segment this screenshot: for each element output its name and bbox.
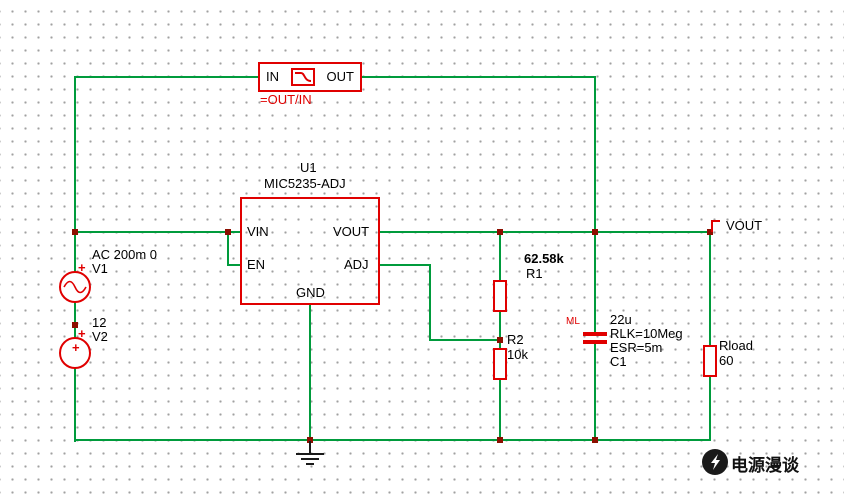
wire-c1-bottom-lead[interactable] [594, 344, 596, 441]
probe-formula-label[interactable]: =OUT/IN [260, 92, 312, 107]
r2-value-label[interactable]: 10k [507, 347, 528, 362]
r1-ref-label[interactable]: R1 [526, 266, 543, 281]
junction-dot [307, 437, 313, 443]
ic-u1-body[interactable] [240, 197, 380, 305]
probe-in-label: IN [266, 69, 279, 84]
junction-dot [225, 229, 231, 235]
rload-ref-label[interactable]: Rload [719, 338, 753, 353]
wire-en-tie-vertical[interactable] [227, 231, 229, 266]
v2-inner-plus: + [72, 340, 80, 355]
wire-probe-drop[interactable] [594, 76, 596, 233]
wire-adj-h2[interactable] [429, 339, 501, 341]
v1-ref-label[interactable]: V1 [92, 261, 108, 276]
transfer-function-probe[interactable]: IN OUT [258, 62, 362, 92]
resistor-r2-symbol[interactable] [493, 348, 507, 380]
watermark-logo-icon [702, 449, 728, 475]
probe-out-label: OUT [326, 69, 354, 84]
wire-r2-bottom-lead[interactable] [499, 379, 501, 441]
net-label-vout[interactable]: VOUT [726, 218, 763, 233]
r1-value-label[interactable]: 62.58k [524, 251, 564, 266]
resistor-rload-symbol[interactable] [703, 345, 717, 377]
junction-dot [592, 229, 598, 235]
wire-r1-top-lead[interactable] [499, 231, 501, 281]
c1-param2-label[interactable]: ESR=5m [610, 340, 663, 355]
resistor-r1-symbol[interactable] [493, 280, 507, 312]
junction-dot [72, 229, 78, 235]
junction-dot [497, 229, 503, 235]
ic-ref-label[interactable]: U1 [300, 160, 317, 175]
capacitor-c1-symbol[interactable] [583, 340, 607, 344]
c1-value-label[interactable]: 22u [610, 312, 632, 327]
wire-input-rail[interactable] [74, 76, 76, 442]
wire-rload-bottom-lead[interactable] [709, 376, 711, 441]
junction-dot [497, 437, 503, 443]
rload-value-label[interactable]: 60 [719, 353, 734, 368]
junction-dot [497, 337, 503, 343]
watermark-text: 电源漫谈 [731, 456, 799, 475]
ic-pin-en: EN [247, 257, 266, 272]
ic-part-label[interactable]: MIC5235-ADJ [264, 176, 346, 191]
ic-pin-adj: ADJ [344, 257, 369, 272]
waveform-icon [290, 68, 315, 86]
ic-pin-vin: VIN [247, 224, 269, 239]
capacitor-c1-symbol[interactable] [583, 332, 607, 336]
dc-source-v2-symbol[interactable]: + [59, 337, 91, 369]
ic-pin-vout: VOUT [333, 224, 370, 239]
c1-model-tag: ML [566, 316, 580, 327]
v2-value-label[interactable]: 12 [92, 315, 107, 330]
junction-dot [707, 229, 713, 235]
v1-polarity-mark: + [78, 260, 86, 275]
wire-gnd-drop[interactable] [309, 304, 311, 441]
sine-wave-icon [63, 280, 87, 294]
wire-ground-rail[interactable] [74, 439, 711, 441]
wire-rload-top-lead[interactable] [709, 231, 711, 346]
r2-ref-label[interactable]: R2 [507, 332, 524, 347]
ac-source-v1-symbol[interactable] [59, 271, 91, 303]
wire-vout-bus[interactable] [379, 231, 711, 233]
wire-top-left[interactable] [74, 76, 260, 78]
c1-ref-label[interactable]: C1 [610, 354, 627, 369]
wire-c1-top-lead[interactable] [594, 231, 596, 333]
wire-r1-bottom-lead[interactable] [499, 311, 501, 350]
v1-value-label[interactable]: AC 200m 0 [92, 247, 158, 262]
wire-adj-h1[interactable] [379, 264, 431, 266]
v2-polarity-mark: + [78, 326, 86, 341]
v2-ref-label[interactable]: V2 [92, 329, 108, 344]
wire-adj-vertical[interactable] [429, 264, 431, 341]
wire-en[interactable] [227, 264, 241, 266]
wire-vin[interactable] [74, 231, 241, 233]
junction-dot [592, 437, 598, 443]
c1-param1-label[interactable]: RLK=10Meg [610, 326, 683, 341]
ic-pin-gnd: GND [296, 285, 325, 300]
wire-top-right[interactable] [360, 76, 596, 78]
junction-dot [72, 322, 78, 328]
